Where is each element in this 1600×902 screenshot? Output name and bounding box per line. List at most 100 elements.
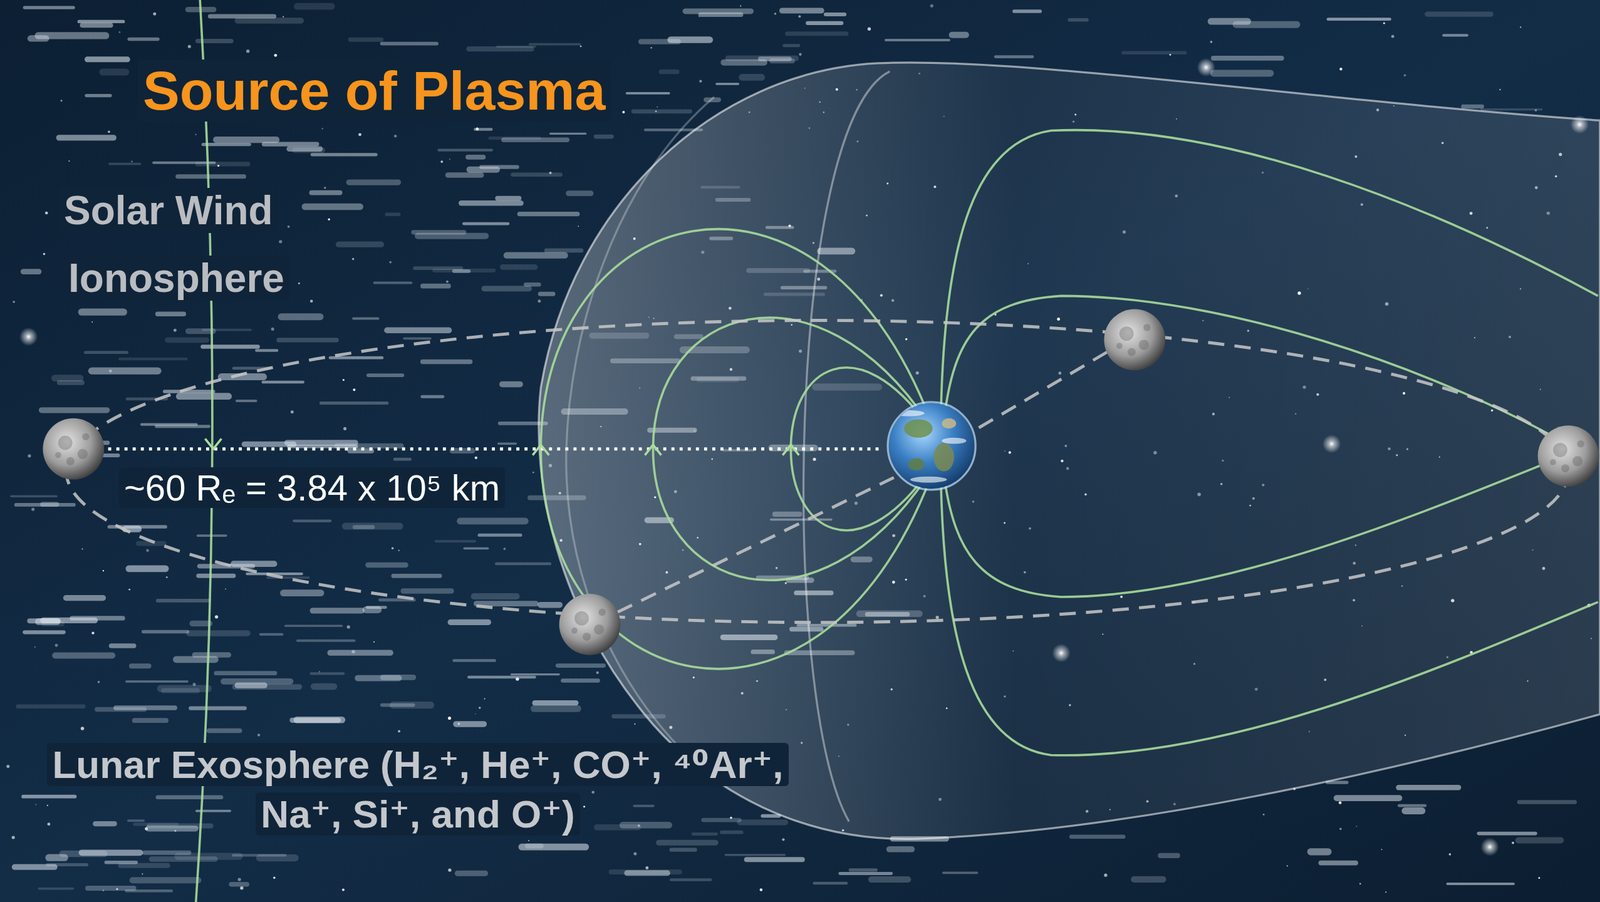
- solar-wind-streak: [132, 877, 199, 884]
- moon-crater: [55, 452, 62, 459]
- star: [152, 12, 156, 16]
- solar-wind-streak: [450, 619, 489, 626]
- magnetic-field-line: [944, 295, 1562, 441]
- solar-wind-streak: [312, 607, 362, 614]
- solar-wind-streak: [1405, 807, 1423, 815]
- solar-wind-streak: [850, 868, 876, 872]
- star: [273, 53, 277, 58]
- moon-crater: [574, 611, 589, 626]
- solar-wind-streak: [293, 519, 331, 522]
- solar-wind-streak: [368, 373, 403, 378]
- solar-wind-streak: [65, 595, 103, 601]
- solar-wind-streak: [231, 882, 247, 888]
- solar-wind-streak: [87, 885, 135, 891]
- distance-label-box: ~60 Rₑ = 3.84 x 10⁵ km: [119, 467, 505, 510]
- star: [271, 327, 275, 331]
- solar-wind-streak: [189, 630, 248, 636]
- star: [321, 127, 323, 130]
- solar-wind-streak: [474, 127, 492, 131]
- solar-wind-streak: [41, 407, 107, 413]
- solar-wind-streak: [394, 457, 411, 462]
- solar-wind-streak: [403, 588, 452, 594]
- solar-wind-streak: [354, 524, 373, 529]
- solar-wind-streak: [209, 13, 274, 19]
- magnetopause: [538, 62, 1600, 840]
- solar-wind-streak: [1519, 800, 1575, 805]
- star: [656, 106, 658, 108]
- star: [290, 410, 294, 414]
- solar-wind-streak: [111, 643, 135, 649]
- solar-wind-streak: [659, 840, 717, 846]
- solar-wind-streak: [660, 69, 677, 74]
- star: [537, 299, 541, 303]
- star: [46, 805, 49, 807]
- source-label: Lunar Exosphere (H₂⁺, He⁺, CO⁺, ⁴⁰Ar⁺, N…: [46, 742, 789, 836]
- moon-crater: [1576, 440, 1584, 448]
- star: [91, 631, 94, 634]
- solar-wind-streak: [995, 55, 1033, 59]
- moon-crater: [1549, 459, 1557, 466]
- solar-wind-streak: [236, 399, 257, 403]
- star: [528, 840, 530, 842]
- star: [34, 646, 36, 648]
- star: [398, 550, 400, 552]
- solar-wind-streak: [1447, 882, 1513, 886]
- star: [1385, 891, 1387, 893]
- solar-wind-streak: [353, 316, 378, 320]
- solar-wind-streak: [209, 728, 240, 734]
- solar-wind-streak: [357, 675, 400, 682]
- solar-wind-streak: [1398, 804, 1426, 808]
- solar-wind-streak: [131, 663, 150, 669]
- solar-wind-streak: [39, 887, 74, 891]
- moon-crater: [77, 449, 88, 460]
- star: [342, 888, 345, 892]
- solar-wind-streak: [119, 357, 187, 361]
- solar-wind-streak: [1328, 17, 1391, 21]
- solar-wind-streak: [529, 43, 581, 46]
- solar-wind-streak: [807, 21, 842, 26]
- solar-wind-streak: [157, 311, 185, 316]
- star: [446, 280, 449, 284]
- star: [798, 15, 801, 18]
- solar-wind-streak: [467, 154, 484, 160]
- star: [633, 723, 636, 725]
- star: [1519, 26, 1522, 28]
- star: [577, 225, 579, 227]
- solar-wind-streak: [296, 3, 332, 11]
- star: [130, 161, 133, 163]
- star: [503, 547, 507, 551]
- moon-crater: [1127, 347, 1136, 356]
- solar-wind-streak: [952, 31, 967, 39]
- star: [141, 873, 143, 875]
- star: [273, 877, 276, 879]
- solar-wind-streak: [438, 149, 492, 152]
- field-direction-arrow: [644, 444, 661, 455]
- solar-wind-streak: [86, 93, 111, 98]
- solar-wind-streak: [1160, 853, 1178, 859]
- solar-wind-streak: [511, 673, 559, 676]
- solar-wind-streak: [497, 45, 536, 48]
- solar-wind-streak: [190, 706, 245, 711]
- magnetopause-rim: [803, 71, 891, 822]
- star: [352, 258, 354, 260]
- star: [1511, 841, 1515, 845]
- star: [391, 546, 395, 550]
- star: [6, 764, 10, 769]
- star: [310, 299, 314, 303]
- star: [1391, 35, 1395, 39]
- solar-wind-streak: [447, 172, 482, 178]
- solar-wind-streak: [459, 518, 525, 525]
- solar-wind-streak: [95, 821, 115, 827]
- distance-label: ~60 Rₑ = 3.84 x 10⁵ km: [119, 467, 505, 509]
- solar-wind-streak: [519, 211, 578, 217]
- solar-wind-streak: [109, 162, 141, 166]
- solar-wind-streak: [187, 328, 213, 334]
- earth-land: [903, 419, 933, 438]
- earth-land: [908, 457, 925, 471]
- star: [1338, 801, 1342, 805]
- star: [82, 548, 84, 550]
- star: [35, 803, 37, 806]
- earth-cloud: [941, 437, 967, 445]
- solar-wind-streak: [540, 602, 560, 608]
- solar-wind-streak: [129, 565, 166, 572]
